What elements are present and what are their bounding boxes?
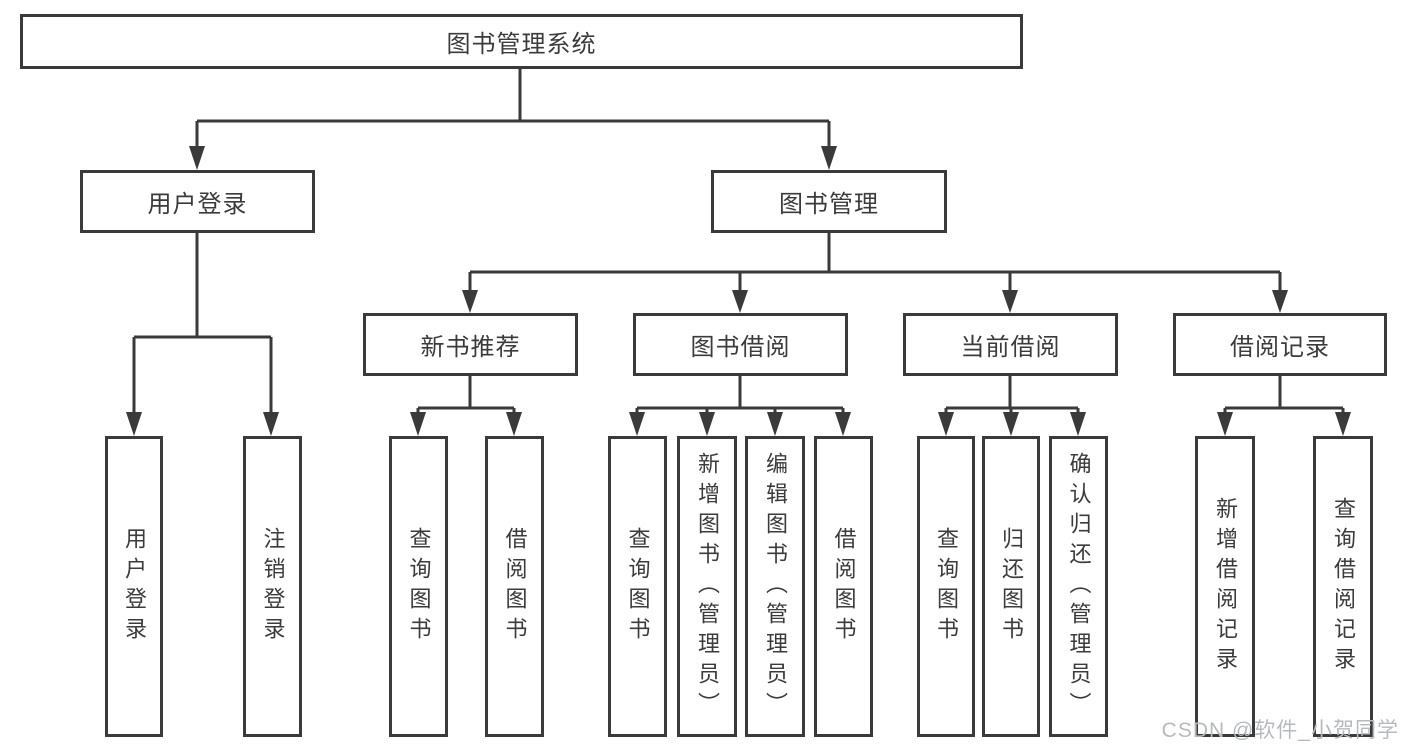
- node-leaf-confirm-return-admin: 确认归还（管理员）: [1049, 436, 1108, 737]
- node-label: 图书借阅: [690, 334, 791, 361]
- node-system-root: 图书管理系统: [20, 14, 1023, 69]
- node-label: 图书管理系统: [446, 31, 597, 58]
- node-book-borrowing: 图书借阅: [633, 313, 848, 376]
- node-label: 用户登录: [122, 526, 147, 647]
- node-leaf-return-books: 归还图书: [982, 436, 1040, 737]
- node-current-borrowing: 当前借阅: [903, 313, 1118, 376]
- node-label: 查询图书: [406, 526, 432, 647]
- node-leaf-user-login: 用户登录: [105, 436, 163, 737]
- node-label: 图书管理: [779, 191, 879, 218]
- node-label: 查询图书: [934, 526, 959, 647]
- node-leaf-query-books-current: 查询图书: [917, 436, 975, 737]
- node-label: 注销登录: [260, 526, 286, 647]
- node-leaf-query-borrow-record: 查询借阅记录: [1313, 436, 1373, 737]
- node-leaf-borrow-books-newbook: 借阅图书: [485, 436, 544, 737]
- node-leaf-edit-book-admin: 编辑图书（管理员）: [745, 436, 805, 737]
- node-label: 新书推荐: [420, 334, 521, 361]
- node-leaf-logout: 注销登录: [243, 436, 302, 737]
- node-label: 编辑图书（管理员）: [763, 451, 788, 722]
- node-label: 归还图书: [999, 526, 1024, 647]
- node-label: 查询借阅记录: [1331, 496, 1356, 677]
- node-borrowing-records: 借阅记录: [1173, 313, 1387, 376]
- node-leaf-query-books-newbook: 查询图书: [389, 436, 448, 737]
- arrowheads: [126, 146, 1351, 436]
- node-label: 借阅图书: [831, 526, 857, 647]
- node-label: 借阅记录: [1230, 334, 1330, 361]
- node-label: 当前借阅: [960, 334, 1061, 361]
- node-leaf-add-book-admin: 新增图书（管理员）: [677, 436, 737, 737]
- watermark: CSDN @软件_小贺同学: [1161, 719, 1399, 742]
- node-user-login-module: 用户登录: [80, 170, 315, 233]
- node-label: 用户登录: [147, 191, 248, 218]
- node-label: 确认归还（管理员）: [1066, 451, 1092, 722]
- node-leaf-query-books-borrowing: 查询图书: [608, 436, 667, 737]
- node-label: 新增图书（管理员）: [695, 451, 720, 722]
- node-leaf-borrow-books-borrowing: 借阅图书: [814, 436, 873, 737]
- node-label: 新增借阅记录: [1213, 496, 1238, 677]
- node-book-management-module: 图书管理: [711, 170, 947, 233]
- node-label: 借阅图书: [502, 526, 528, 647]
- node-new-book-recommendation: 新书推荐: [363, 313, 578, 376]
- node-label: 查询图书: [625, 526, 651, 647]
- node-leaf-add-borrow-record: 新增借阅记录: [1195, 436, 1255, 737]
